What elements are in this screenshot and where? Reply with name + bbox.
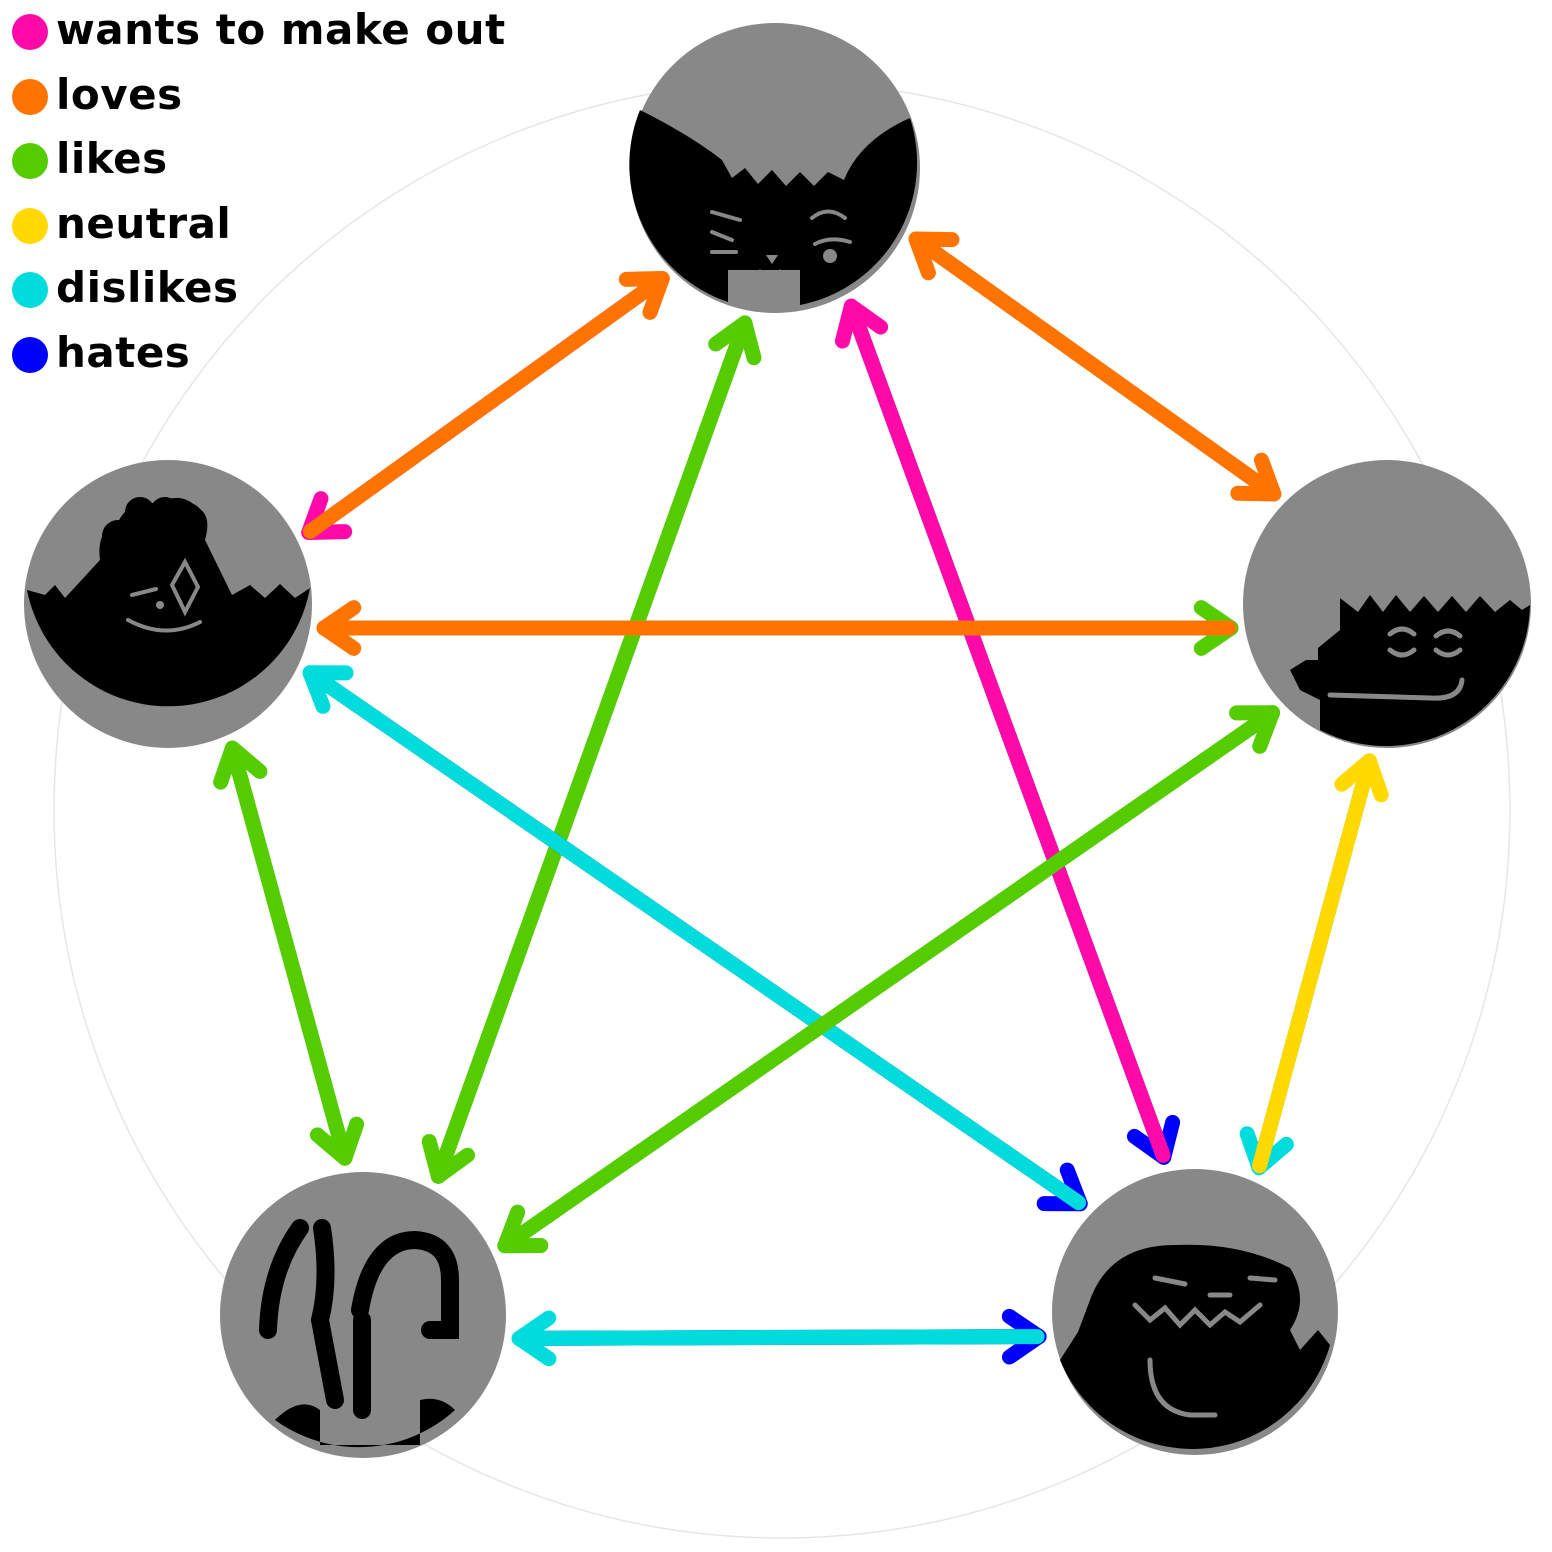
arrow-head xyxy=(511,1310,557,1367)
legend-label: hates xyxy=(56,327,191,377)
legend-swatch xyxy=(12,336,48,373)
arrow-bottom-left-to-left xyxy=(213,740,352,1164)
arrow-shaft xyxy=(302,665,1087,1211)
arrow-shaft xyxy=(224,740,352,1164)
arrow-shaft xyxy=(843,298,1171,1163)
curly-hair-face-icon xyxy=(27,497,310,707)
antenna-hair-face-icon xyxy=(259,1219,459,1419)
legend-label: neutral xyxy=(56,198,232,248)
arrow-bottom-left-to-top xyxy=(431,315,762,1182)
relationship-arrows xyxy=(213,231,1389,1367)
cat-eared-face-icon xyxy=(629,110,918,305)
legend-swatch xyxy=(12,207,48,244)
arrow-shaft xyxy=(511,1329,1045,1346)
legend-label: likes xyxy=(56,134,168,183)
legend-swatch xyxy=(12,78,48,115)
character-bottom-left[interactable] xyxy=(220,1172,506,1458)
spiky-hair-grinning-face-icon xyxy=(1290,595,1530,747)
arrow-bottom-right-to-bottom-left xyxy=(511,1310,1045,1367)
arrow-shaft xyxy=(431,315,753,1182)
legend-swatch xyxy=(12,272,48,308)
arrow-shaft xyxy=(497,706,1279,1254)
character-left[interactable] xyxy=(24,460,312,748)
arrow-head xyxy=(834,298,889,349)
legend-label: dislikes xyxy=(56,263,239,312)
character-top[interactable] xyxy=(629,23,920,313)
arrow-right-to-top xyxy=(908,231,1280,501)
arrow-head xyxy=(1334,753,1389,803)
arrow-shaft xyxy=(302,271,670,539)
arrow-head xyxy=(618,271,670,320)
legend-label: wants to make out xyxy=(56,5,506,54)
arrow-shaft xyxy=(1252,753,1377,1174)
legend-swatch xyxy=(12,14,48,50)
arrow-bottom-right-to-right xyxy=(1252,753,1389,1174)
character-right[interactable] xyxy=(1243,460,1531,748)
arrow-bottom-right-to-top xyxy=(834,298,1171,1163)
arrow-shaft xyxy=(908,231,1280,501)
arrow-head xyxy=(708,315,762,366)
arrow-right-to-bottom-left xyxy=(497,706,1279,1254)
arrow-bottom-right-to-left xyxy=(302,665,1087,1211)
arrow-head xyxy=(908,231,960,281)
legend-swatch xyxy=(12,143,48,179)
arrow-head xyxy=(316,600,362,656)
arrow-right-to-left xyxy=(316,600,1237,656)
character-bottom-right[interactable] xyxy=(1052,1169,1338,1455)
arrow-left-to-top xyxy=(302,271,670,539)
toothy-grin-monster-icon xyxy=(1060,1244,1330,1450)
arrow-head xyxy=(213,740,268,790)
arrow-head xyxy=(302,665,354,714)
legend-label: loves xyxy=(56,69,183,119)
arrow-head xyxy=(497,1204,549,1254)
